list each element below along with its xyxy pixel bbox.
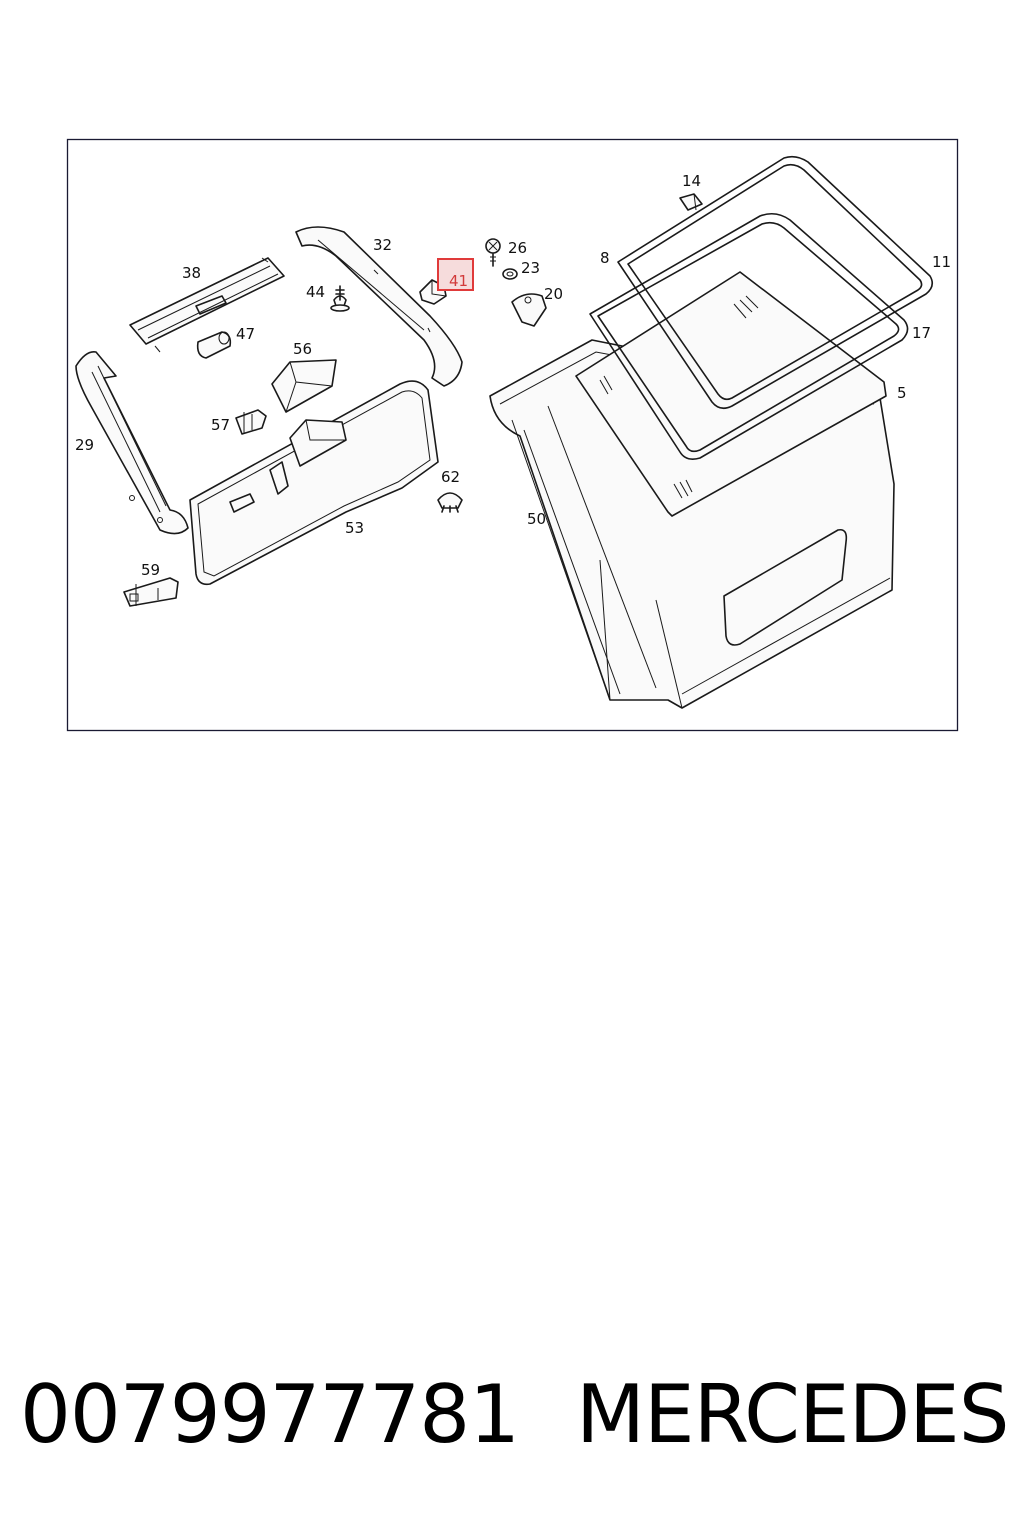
callout-47: 47: [236, 325, 255, 343]
part-59-bracket: [123, 577, 179, 607]
part-57-clip: [235, 409, 267, 435]
part-56-cover: [271, 359, 337, 413]
part-26-screw: [485, 238, 501, 267]
callout-8: 8: [600, 249, 610, 267]
parts-diagram: 14 32 26 23 8 11 38 44 41 20 47 17 56 5 …: [66, 138, 959, 732]
callout-32: 32: [373, 236, 392, 254]
part-5-glass: [575, 271, 887, 517]
callout-20: 20: [544, 285, 563, 303]
callout-50: 50: [527, 510, 546, 528]
part-62-fastener: [437, 492, 463, 513]
callout-29: 29: [75, 436, 94, 454]
part-44-screw: [330, 285, 350, 312]
callout-41: 41: [449, 272, 468, 290]
callout-5: 5: [897, 384, 907, 402]
callout-53: 53: [345, 519, 364, 537]
part-29-side-trim: [75, 350, 189, 535]
callout-62: 62: [441, 468, 460, 486]
footer-caption: 0079977781 MERCEDES: [0, 1365, 1024, 1475]
part-47-plug: [196, 331, 232, 359]
part-14-clip: [679, 193, 703, 211]
callout-26: 26: [508, 239, 527, 257]
part-38-trim-strip: [129, 257, 285, 353]
part-20-bracket: [511, 293, 547, 327]
callout-14: 14: [682, 172, 701, 190]
callout-17: 17: [912, 324, 931, 342]
callout-44: 44: [306, 283, 325, 301]
callout-57: 57: [211, 416, 230, 434]
part-23-washer: [502, 268, 518, 280]
highlight-box-41: [437, 258, 474, 291]
callout-56: 56: [293, 340, 312, 358]
callout-11: 11: [932, 253, 951, 271]
part-number: 0079977781: [20, 1368, 520, 1461]
diagram-frame: [66, 138, 959, 732]
part-17-seal: [589, 212, 909, 460]
part-8-frame-seal: [617, 155, 934, 410]
callout-38: 38: [182, 264, 201, 282]
part-53-inner-panel: [189, 380, 439, 586]
callout-59: 59: [141, 561, 160, 579]
brand-name: MERCEDES: [576, 1368, 1010, 1461]
callout-23: 23: [521, 259, 540, 277]
part-32-upper-trim: [295, 226, 463, 387]
